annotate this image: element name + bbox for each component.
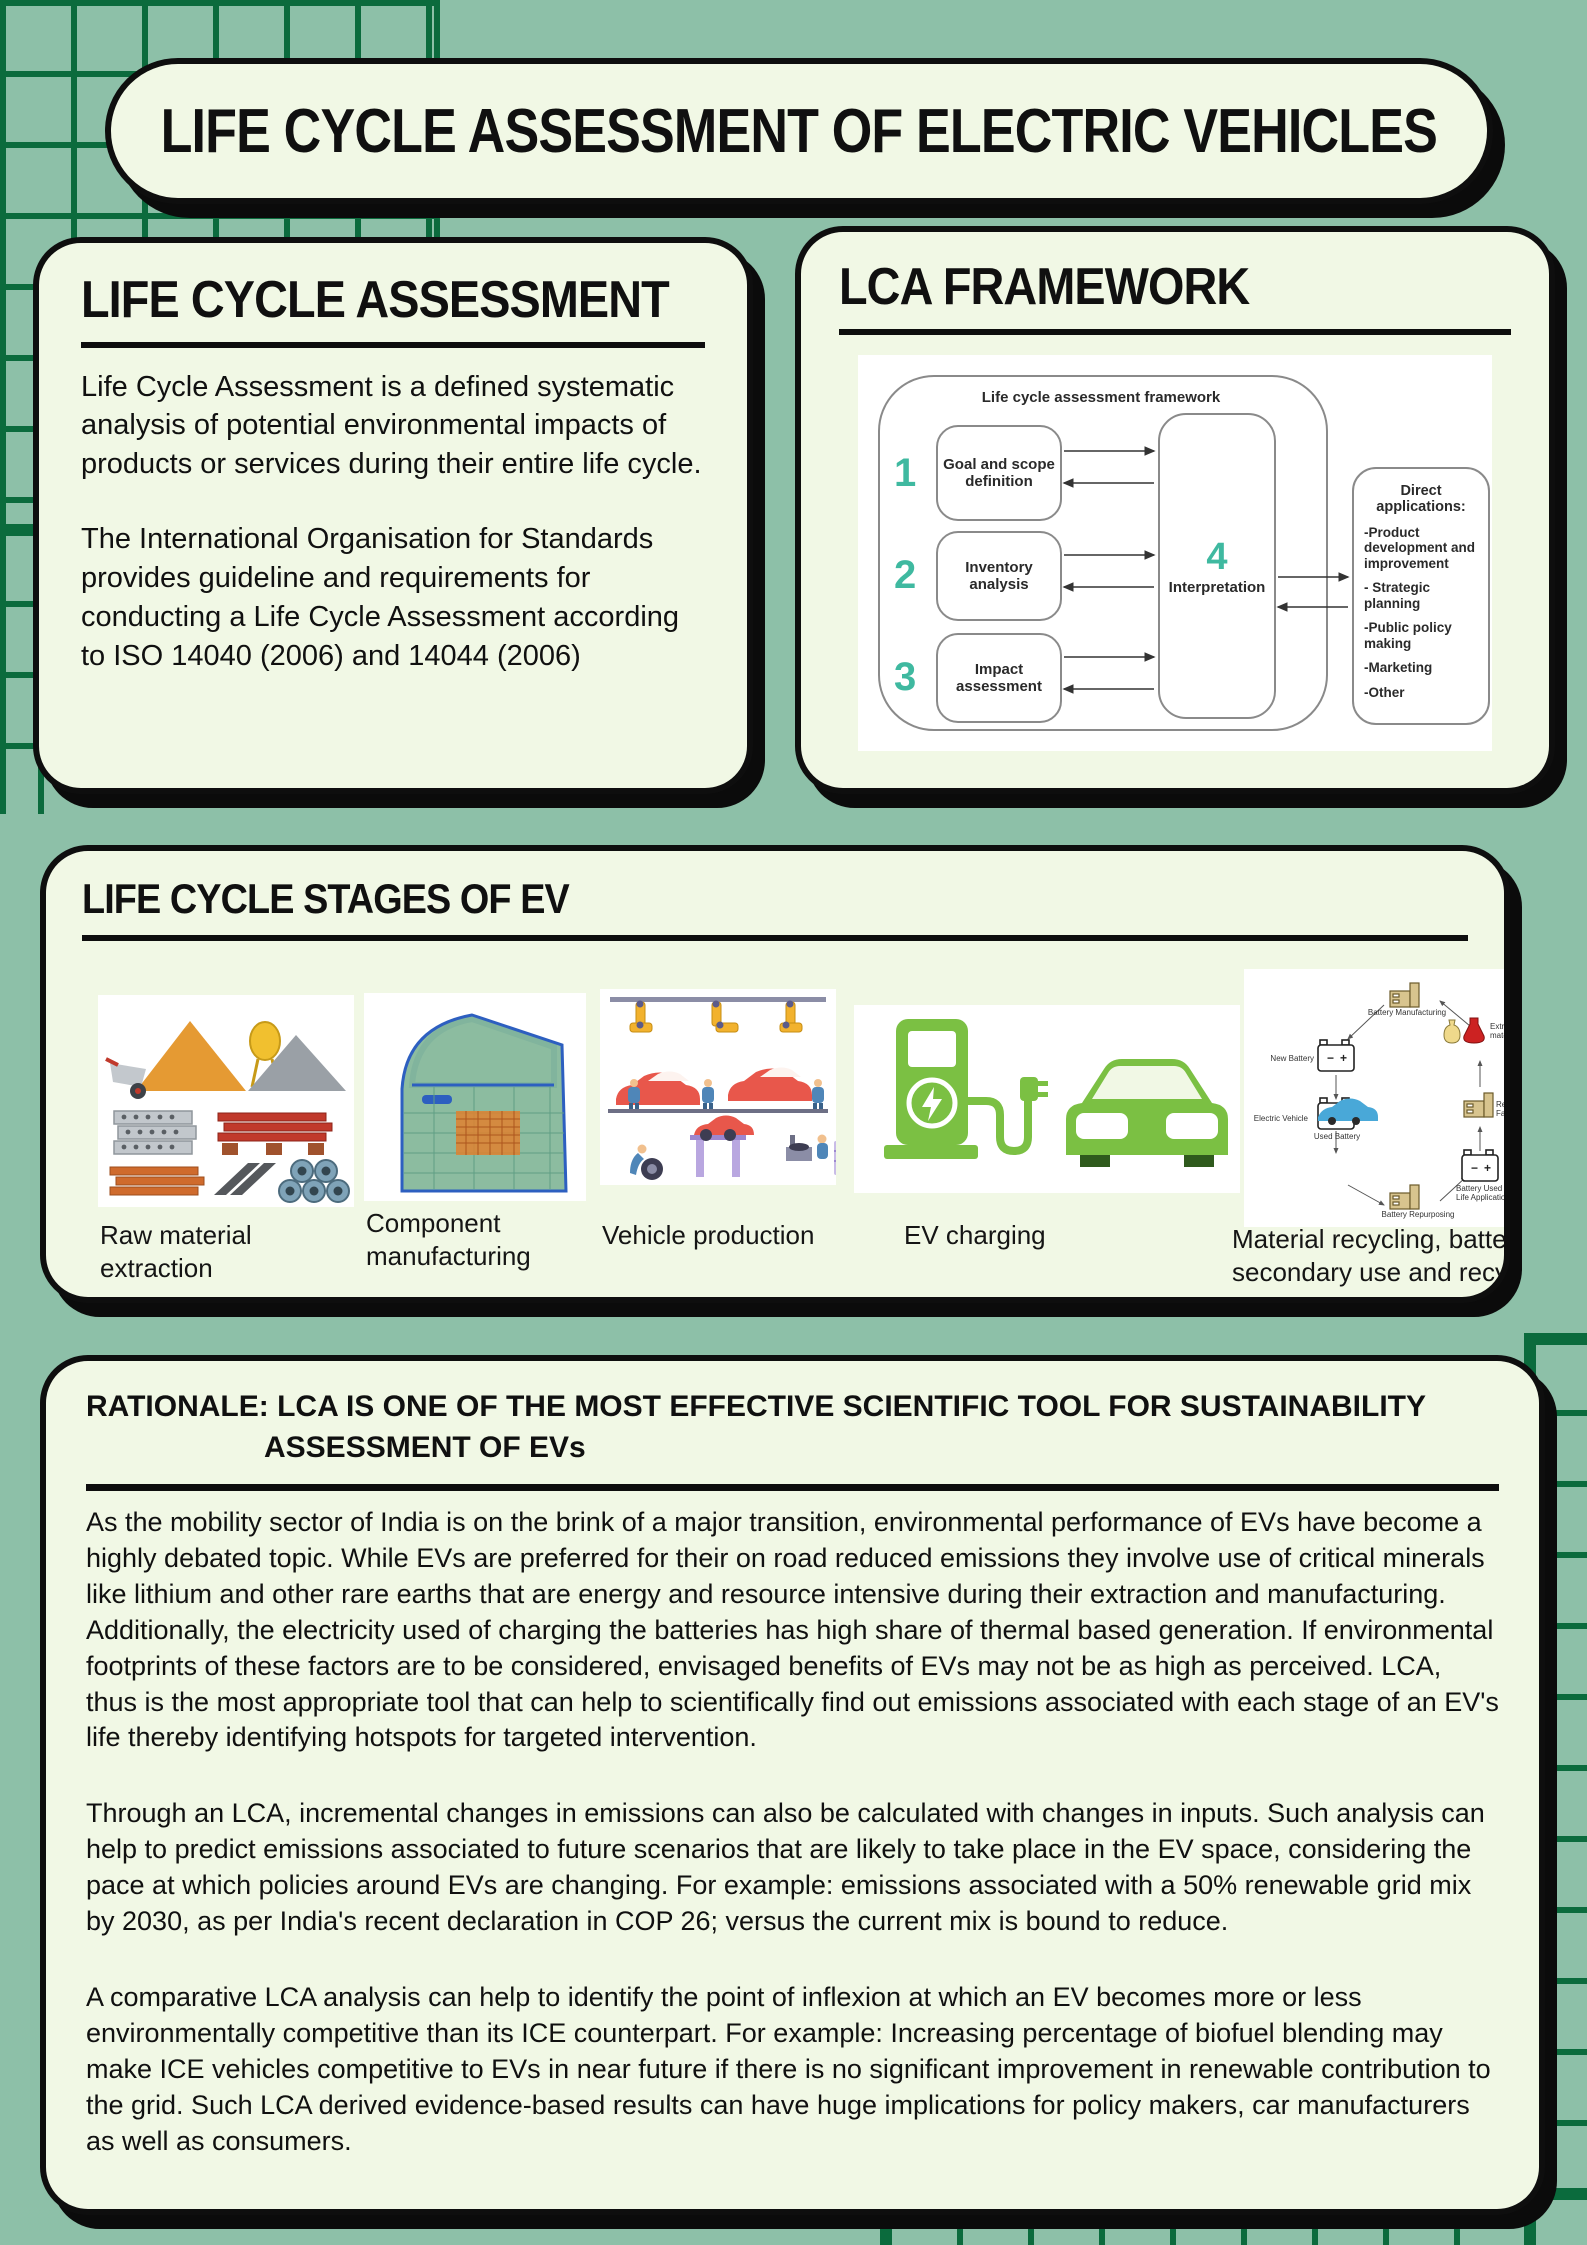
- inventory-analysis-box: Inventory analysis: [936, 530, 1062, 621]
- framework-label: Life cycle assessment framework: [981, 388, 1221, 406]
- divider: [81, 341, 705, 348]
- lca-framework-diagram: Life cycle assessment framework 1 2 3 Go…: [858, 354, 1492, 751]
- life-cycle-stages-card: LIFE CYCLE STAGES OF EV: [40, 845, 1510, 1303]
- assembly-line-icon: [608, 997, 856, 1181]
- direct-applications-box: Direct applications: -Product developmen…: [1352, 466, 1490, 725]
- battery-cycle-icon: −+ −+ −+: [1317, 982, 1499, 1210]
- step-number-1: 1: [894, 450, 917, 495]
- interpretation-box: 4 Interpretation: [1158, 412, 1276, 719]
- recycle-label: New Battery: [1270, 1054, 1314, 1064]
- framework-outline-box: [878, 374, 1328, 731]
- car-door-mesh-icon: [400, 1013, 568, 1193]
- factory-icons: [1389, 982, 1494, 1210]
- svg-text:+: +: [1340, 1051, 1347, 1065]
- rationale-paragraph: Through an LCA, incremental changes in e…: [86, 1798, 1485, 1937]
- application-item: - Strategic planning: [1364, 580, 1431, 611]
- impact-assessment-box: Impact assessment: [936, 632, 1062, 723]
- recycle-label: Battery Repurposing: [1381, 1210, 1455, 1220]
- lca-framework-card: LCA FRAMEWORK Life cycle assessment fram…: [795, 226, 1555, 794]
- rationale-card: RATIONALE: LCA IS ONE OF THE MOST EFFECT…: [40, 1355, 1545, 2215]
- rationale-title: RATIONALE: LCA IS ONE OF THE MOST EFFECT…: [86, 1390, 1427, 1464]
- recycle-label: Battery Used in a 2nd Life Application: [1456, 1184, 1510, 1202]
- stage-caption: Raw material extraction: [100, 1220, 252, 1283]
- step-number-2: 2: [894, 552, 917, 597]
- raw-materials-illustration: [98, 995, 354, 1208]
- svg-text:−: −: [1471, 1161, 1478, 1175]
- divider: [86, 1484, 1499, 1491]
- divider: [839, 328, 1511, 335]
- lca-card-title: LIFE CYCLE ASSESSMENT: [81, 271, 670, 329]
- stage-caption: Component manufacturing: [366, 1208, 531, 1271]
- framework-arrows: [1062, 445, 1350, 694]
- ev-bolt-icon: [922, 1087, 942, 1122]
- vehicle-production-illustration: [600, 989, 856, 1186]
- recycle-label: Recycling Facility: [1496, 1100, 1510, 1118]
- ev-charging-illustration: [854, 1005, 1240, 1194]
- ev-charging-icon: [884, 1019, 1228, 1168]
- recycle-label: Electric Vehicle: [1253, 1114, 1308, 1124]
- stage-caption: EV charging: [904, 1220, 1046, 1251]
- poster-title-banner: LIFE CYCLE ASSESSMENT OF ELECTRIC VEHICL…: [105, 58, 1493, 204]
- application-item: -Other: [1364, 684, 1405, 700]
- lca-paragraph: The International Organisation for Stand…: [81, 523, 680, 672]
- application-item: -Public policy making: [1364, 620, 1452, 651]
- stage-caption: Material recycling, battery secondary us…: [1232, 1224, 1509, 1287]
- raw-materials-icon: [105, 1021, 350, 1204]
- stages-row: −+ −+ −+ Battery Manufacturing New Batte…: [82, 961, 1504, 1297]
- applications-title: Direct applications:: [1376, 482, 1466, 515]
- stage-caption: Vehicle production: [602, 1220, 815, 1251]
- recycle-label: Extracted raw materials: [1490, 1022, 1509, 1040]
- lca-paragraph: Life Cycle Assessment is a defined syste…: [81, 370, 702, 481]
- interpretation-label: Interpretation: [1168, 578, 1266, 596]
- framework-card-title: LCA FRAMEWORK: [839, 258, 1250, 316]
- poster-title: LIFE CYCLE ASSESSMENT OF ELECTRIC VEHICL…: [160, 96, 1438, 166]
- lca-definition-card: LIFE CYCLE ASSESSMENT Life Cycle Assessm…: [33, 237, 753, 794]
- recycle-label: Battery Manufacturing: [1367, 1008, 1447, 1018]
- application-item: -Product development and improvement: [1364, 524, 1476, 571]
- car-door-illustration: [364, 993, 586, 1202]
- divider: [82, 935, 1468, 942]
- step-number-4: 4: [1206, 535, 1228, 578]
- rationale-paragraph: As the mobility sector of India is on th…: [86, 1507, 1499, 1753]
- raw-materials-icons: [1443, 1017, 1485, 1044]
- electric-vehicle-icon: [1318, 1098, 1378, 1126]
- recycle-label: Used Battery: [1313, 1132, 1361, 1142]
- application-item: -Marketing: [1364, 660, 1433, 676]
- rationale-paragraph: A comparative LCA analysis can help to i…: [86, 1981, 1491, 2156]
- step-number-3: 3: [894, 654, 917, 699]
- battery-recycling-illustration: −+ −+ −+ Battery Manufacturing New Batte…: [1244, 969, 1510, 1228]
- stages-card-title: LIFE CYCLE STAGES OF EV: [82, 875, 570, 922]
- goal-scope-box: Goal and scope definition: [936, 424, 1062, 521]
- svg-text:−: −: [1327, 1051, 1334, 1065]
- svg-text:+: +: [1484, 1161, 1491, 1175]
